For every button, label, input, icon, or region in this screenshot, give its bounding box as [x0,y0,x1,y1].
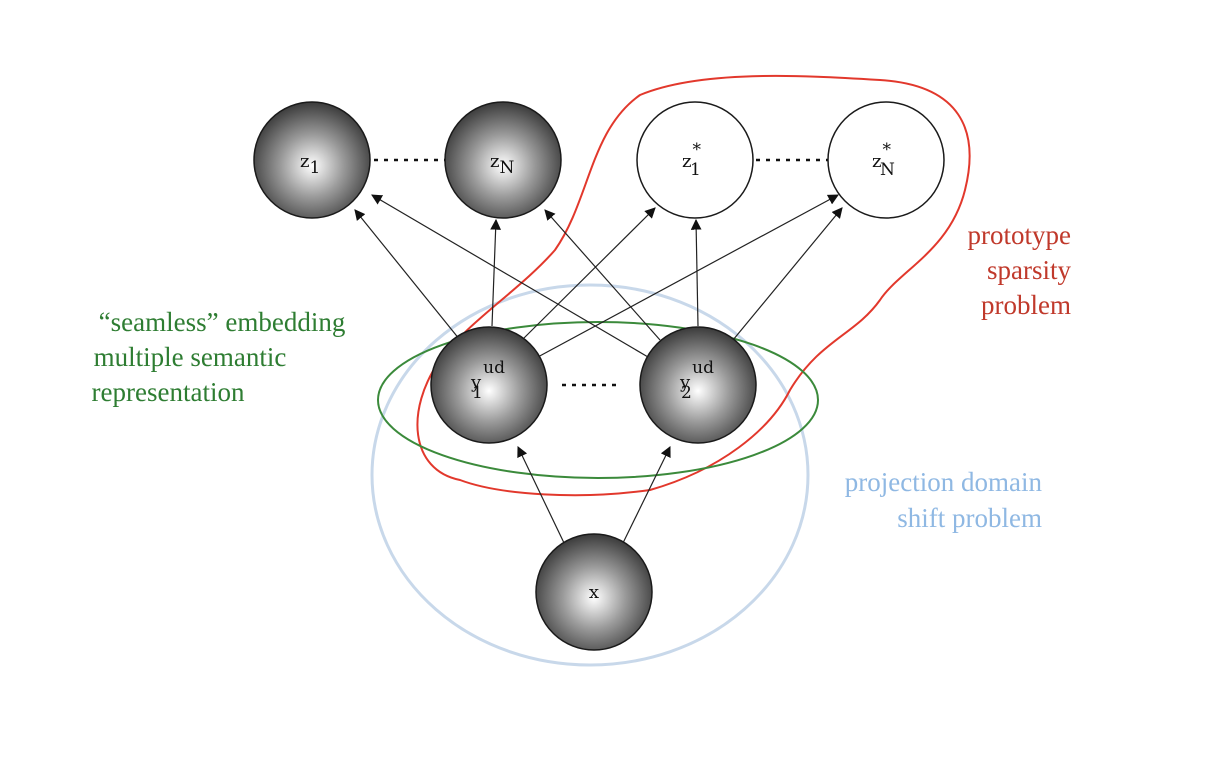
svg-text:z*1: z*1 [682,140,701,180]
node-y2-sup: ud [692,358,714,378]
node-z1-base: z [300,151,309,172]
node-x: x [535,533,653,651]
node-zNs-sup: * [882,140,891,160]
node-zNs-sub: N [880,160,895,180]
node-z1: z1 [253,101,371,219]
edge-y1-zNs [535,194,839,359]
edge-y1-z1s [521,207,656,341]
annotation-prototype-sparsity: prototype sparsity problem [968,220,1072,320]
node-y2-base: y [679,372,691,393]
annotation-green-line1: “seamless” embedding [99,307,346,337]
node-y1-base: y [470,372,482,393]
annotation-green-line3: representation [92,377,245,407]
edge-x-y2 [621,446,671,546]
edge-x-y1 [517,446,566,546]
embedding-region [377,321,819,479]
node-z1-sub: 1 [309,158,320,178]
annotation-red-line3: problem [981,290,1071,320]
node-y2-sub: 2 [681,383,692,403]
edge-y1-zN [490,218,502,327]
edge-y2-z1 [371,194,649,358]
node-zN-star: z*N [827,101,945,219]
node-z1-star: z*1 [636,101,754,219]
node-y1-sub: 1 [472,383,483,403]
node-y1-sup: ud [483,358,505,378]
node-zN-sub: N [499,158,514,178]
annotation-blue-line1: projection domain [845,467,1043,497]
node-x-label: x [589,582,599,603]
svg-text:z*N: z*N [872,140,895,180]
annotation-blue-line2: shift problem [897,503,1042,533]
edge-y2-zN [544,209,661,341]
annotation-domain-shift: projection domain shift problem [845,467,1043,533]
svg-text:z1: z1 [300,151,320,178]
node-zN-base: z [490,151,499,172]
node-z1s-sup: * [692,140,701,160]
node-z1s-sub: 1 [690,160,701,180]
svg-text:zN: zN [490,151,514,178]
edge-y2-z1s [690,218,702,327]
annotation-red-line1: prototype [968,220,1071,250]
sparsity-region [416,74,971,497]
annotation-seamless-embedding: “seamless” embedding multiple semantic r… [92,307,346,407]
node-zN: zN [444,101,562,219]
edge-y1-z1 [354,209,461,341]
node-z1s-base: z [682,151,691,172]
node-zNs-base: z [872,151,881,172]
edge-y2-zNs [732,207,843,341]
domain-shift-region [370,283,810,667]
annotation-green-line2: multiple semantic [94,342,287,372]
annotation-red-line2: sparsity [987,255,1071,285]
